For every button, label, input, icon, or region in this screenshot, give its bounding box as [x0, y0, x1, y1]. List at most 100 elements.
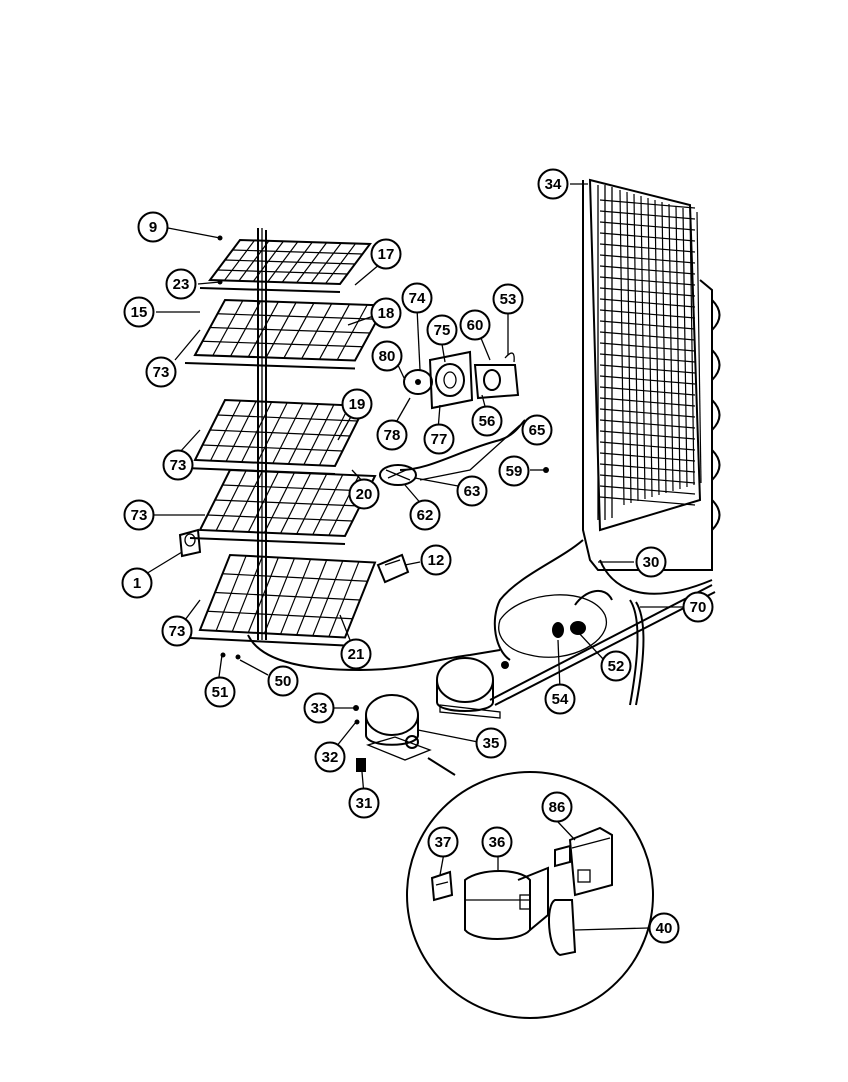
callout-50: 50 [267, 665, 299, 697]
callout-circle [145, 356, 177, 388]
callout-62: 62 [409, 499, 441, 531]
callout-number: 80 [379, 348, 396, 365]
callout-34: 34 [537, 168, 569, 200]
refrigerant-tubing [247, 419, 716, 706]
callout-70: 70 [682, 591, 714, 623]
callout-circle [161, 615, 193, 647]
callout-number: 40 [656, 920, 673, 937]
compressor [365, 694, 432, 761]
callout-number: 51 [212, 684, 229, 701]
callout-56: 56 [471, 405, 503, 437]
filter-dryer [552, 621, 586, 638]
callout-circle [204, 676, 236, 708]
leader-lines [135, 183, 684, 931]
callout-circle [165, 268, 197, 300]
callout-number: 75 [434, 322, 451, 339]
callout-65: 65 [521, 414, 553, 446]
callout-circle [423, 423, 455, 455]
callout-20: 20 [348, 478, 380, 510]
callout-circle [682, 591, 714, 623]
callout-36: 36 [481, 826, 513, 858]
callout-number: 18 [378, 305, 395, 322]
callout-circle [492, 283, 524, 315]
callout-number: 50 [275, 673, 292, 690]
callout-1: 1 [121, 567, 153, 599]
callout-circle [541, 791, 573, 823]
callout-number: 36 [489, 834, 506, 851]
callout-circle [426, 314, 458, 346]
callout-circle [420, 544, 452, 576]
callout-number: 70 [690, 599, 707, 616]
callout-number: 56 [479, 413, 496, 430]
callout-31: 31 [348, 787, 380, 819]
callout-17: 17 [370, 238, 402, 270]
callout-circle [521, 414, 553, 446]
sensor-assembly [379, 464, 417, 486]
shelf-5 [189, 553, 377, 647]
callout-40: 40 [648, 912, 680, 944]
callout-circle [348, 787, 380, 819]
callout-73: 73 [162, 449, 194, 481]
evaporator-shelves [184, 228, 387, 647]
callout-circle [471, 405, 503, 437]
callout-circle [303, 692, 335, 724]
callout-number: 77 [431, 431, 448, 448]
callout-number: 23 [173, 276, 190, 293]
callout-circle [314, 741, 346, 773]
callout-number: 62 [417, 507, 434, 524]
callout-60: 60 [459, 309, 491, 341]
condenser-coil [582, 178, 721, 571]
callout-number: 33 [311, 700, 328, 717]
callout-number: 53 [500, 291, 517, 308]
callout-78: 78 [376, 419, 408, 451]
callout-number: 32 [322, 749, 339, 766]
callout-52: 52 [600, 650, 632, 682]
callout-number: 54 [552, 691, 569, 708]
callout-number: 12 [428, 552, 445, 569]
shelf-4 [189, 468, 377, 545]
callout-80: 80 [371, 340, 403, 372]
callout-circle [401, 282, 433, 314]
callout-number: 20 [356, 486, 373, 503]
callout-circle [341, 388, 373, 420]
callout-circle [123, 296, 155, 328]
callout-21: 21 [340, 638, 372, 670]
shelf-2 [184, 298, 387, 370]
callout-54: 54 [544, 683, 576, 715]
callout-circle [376, 419, 408, 451]
callout-circle [371, 340, 403, 372]
callout-33: 33 [303, 692, 335, 724]
callout-63: 63 [456, 475, 488, 507]
callout-circle [544, 683, 576, 715]
callout-number: 52 [608, 658, 625, 675]
callout-51: 51 [204, 676, 236, 708]
callout-circle [370, 238, 402, 270]
callout-number: 9 [149, 219, 157, 236]
callout-number: 78 [384, 427, 401, 444]
callout-23: 23 [165, 268, 197, 300]
callout-number: 74 [409, 290, 426, 307]
callout-number: 15 [131, 304, 148, 321]
callout-75: 75 [426, 314, 458, 346]
callout-circle [498, 455, 530, 487]
callout-number: 34 [545, 176, 562, 193]
fan-motor-assembly [403, 350, 520, 410]
detail-inset [406, 757, 654, 1019]
callout-37: 37 [427, 826, 459, 858]
callout-number: 19 [349, 396, 366, 413]
shelf-1 [199, 238, 372, 293]
callout-circle [340, 638, 372, 670]
compressor-upper [436, 657, 509, 719]
callout-number: 73 [169, 623, 186, 640]
callout-circle [409, 499, 441, 531]
callout-73: 73 [123, 499, 155, 531]
callout-73: 73 [161, 615, 193, 647]
callout-circle [635, 546, 667, 578]
callout-15: 15 [123, 296, 155, 328]
callout-circle [600, 650, 632, 682]
callout-number: 30 [643, 554, 660, 571]
callout-circle [459, 309, 491, 341]
callout-74: 74 [401, 282, 433, 314]
